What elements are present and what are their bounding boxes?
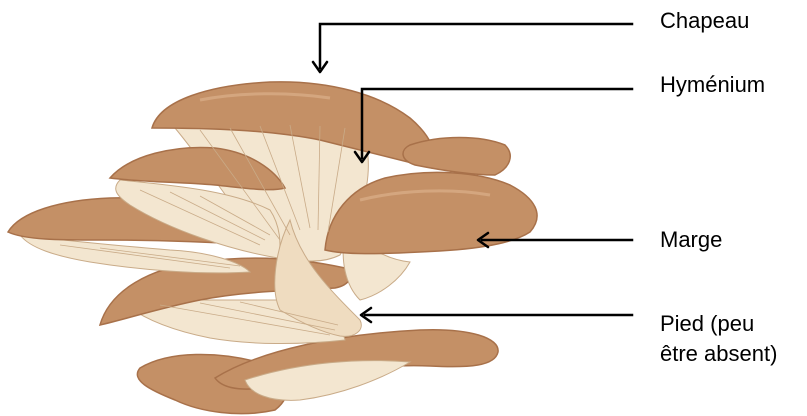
- label-pied-line2: être absent): [660, 339, 777, 369]
- label-chapeau: Chapeau: [660, 6, 749, 36]
- chapeau-leader: [320, 24, 632, 68]
- label-pied: Pied (peu être absent): [660, 309, 777, 369]
- label-pied-line1: Pied (peu: [660, 309, 777, 339]
- right-back-cap: [403, 138, 510, 176]
- oyster-mushroom-illustration: [8, 82, 537, 414]
- label-marge: Marge: [660, 225, 722, 255]
- label-hymenium: Hyménium: [660, 70, 765, 100]
